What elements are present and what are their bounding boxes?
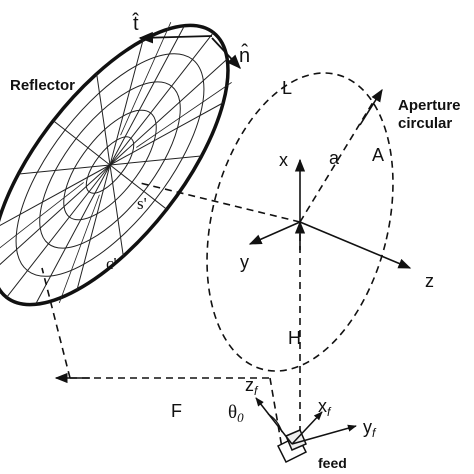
label-A: A xyxy=(372,145,384,165)
label-xf: xf xyxy=(318,396,332,419)
label-a: a xyxy=(329,148,340,168)
label-reflector: Reflector xyxy=(10,77,75,94)
feed-axes xyxy=(255,397,357,445)
radius-arrow xyxy=(359,88,383,126)
label-L: L xyxy=(282,78,292,98)
label-H: H xyxy=(288,328,301,348)
label-zf: zf xyxy=(245,375,259,398)
normal-vector xyxy=(211,37,241,70)
aperture-circle xyxy=(206,72,394,372)
label-y: y xyxy=(240,252,249,272)
reflector-dish xyxy=(0,22,232,307)
label-c: c' xyxy=(106,254,117,273)
label-z: z xyxy=(425,271,434,291)
label-x: x xyxy=(279,150,288,170)
label-F: F xyxy=(171,401,182,421)
feed-horn xyxy=(276,429,308,464)
theta-arc xyxy=(267,413,283,433)
tangent-vector xyxy=(138,31,213,44)
label-t-hat: t̂ xyxy=(132,12,140,35)
label-aperture-line2: circular xyxy=(398,115,452,132)
label-feed: feed xyxy=(318,455,347,471)
label-s: s' xyxy=(137,194,147,213)
aperture-axes xyxy=(248,158,412,269)
label-theta0: θ0 xyxy=(228,402,244,425)
label-aperture-line1: Aperture xyxy=(398,97,461,114)
label-n-hat: n̂ xyxy=(239,44,250,67)
label-yf: yf xyxy=(363,417,377,440)
dashed-rays xyxy=(41,93,379,449)
